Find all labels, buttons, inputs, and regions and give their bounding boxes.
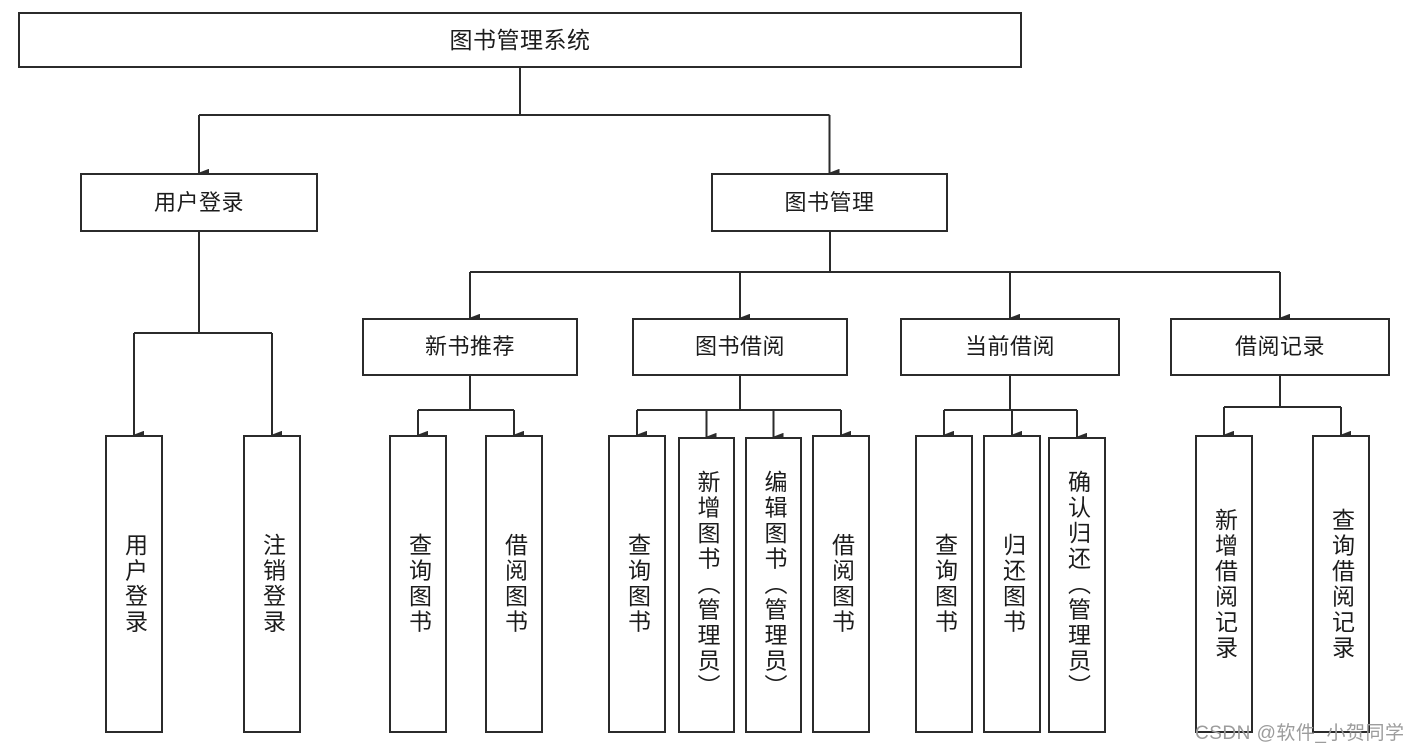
csdn-watermark: CSDN @软件_小贺同学 <box>1195 723 1405 744</box>
node-label-book-manage: 图书管理 <box>784 189 875 215</box>
node-label-leaf-query-book-1: 查询图书 <box>405 533 432 635</box>
node-leaf-return-book: 归还图书 <box>983 435 1041 733</box>
node-leaf-logout: 注销登录 <box>243 435 301 733</box>
node-label-leaf-logout: 注销登录 <box>259 533 286 635</box>
node-leaf-query-book-3: 查询图书 <box>915 435 973 733</box>
node-leaf-edit-book: 编辑图书（管理员） <box>745 437 802 733</box>
node-book-manage: 图书管理 <box>711 173 948 232</box>
node-new-book-recommend: 新书推荐 <box>362 318 578 376</box>
edge-paths <box>132 68 1351 442</box>
node-current-borrow: 当前借阅 <box>900 318 1120 376</box>
node-label-leaf-borrow-book-2: 借阅图书 <box>828 533 855 635</box>
node-label-leaf-confirm-return: 确认归还（管理员） <box>1064 470 1091 700</box>
node-leaf-query-book-2: 查询图书 <box>608 435 666 733</box>
node-leaf-borrow-book-1: 借阅图书 <box>485 435 543 733</box>
node-label-borrow-record: 借阅记录 <box>1234 334 1325 360</box>
node-label-book-borrow: 图书借阅 <box>694 334 785 360</box>
node-label-leaf-borrow-book-1: 借阅图书 <box>501 533 528 635</box>
node-label-leaf-query-book-3: 查询图书 <box>931 533 958 635</box>
node-leaf-query-book-1: 查询图书 <box>389 435 447 733</box>
node-label-leaf-add-record: 新增借阅记录 <box>1211 507 1238 661</box>
node-user-login: 用户登录 <box>80 173 318 232</box>
node-leaf-add-book: 新增图书（管理员） <box>678 437 735 733</box>
node-label-leaf-query-record: 查询借阅记录 <box>1328 507 1355 661</box>
node-label-new-book-recommend: 新书推荐 <box>424 334 515 360</box>
node-label-current-borrow: 当前借阅 <box>964 334 1055 360</box>
node-label-root: 图书管理系统 <box>449 26 591 53</box>
node-book-borrow: 图书借阅 <box>632 318 848 376</box>
node-leaf-confirm-return: 确认归还（管理员） <box>1048 437 1106 733</box>
node-label-leaf-edit-book: 编辑图书（管理员） <box>761 470 787 700</box>
node-leaf-query-record: 查询借阅记录 <box>1312 435 1370 733</box>
node-label-leaf-return-book: 归还图书 <box>999 533 1026 635</box>
node-leaf-borrow-book-2: 借阅图书 <box>812 435 870 733</box>
node-label-user-login: 用户登录 <box>153 189 244 215</box>
node-borrow-record: 借阅记录 <box>1170 318 1390 376</box>
node-leaf-user-login: 用户登录 <box>105 435 163 733</box>
node-leaf-add-record: 新增借阅记录 <box>1195 435 1253 733</box>
node-label-leaf-add-book: 新增图书（管理员） <box>694 470 720 700</box>
node-label-leaf-query-book-2: 查询图书 <box>624 533 651 635</box>
node-root: 图书管理系统 <box>18 12 1022 68</box>
node-label-leaf-user-login: 用户登录 <box>121 533 148 635</box>
